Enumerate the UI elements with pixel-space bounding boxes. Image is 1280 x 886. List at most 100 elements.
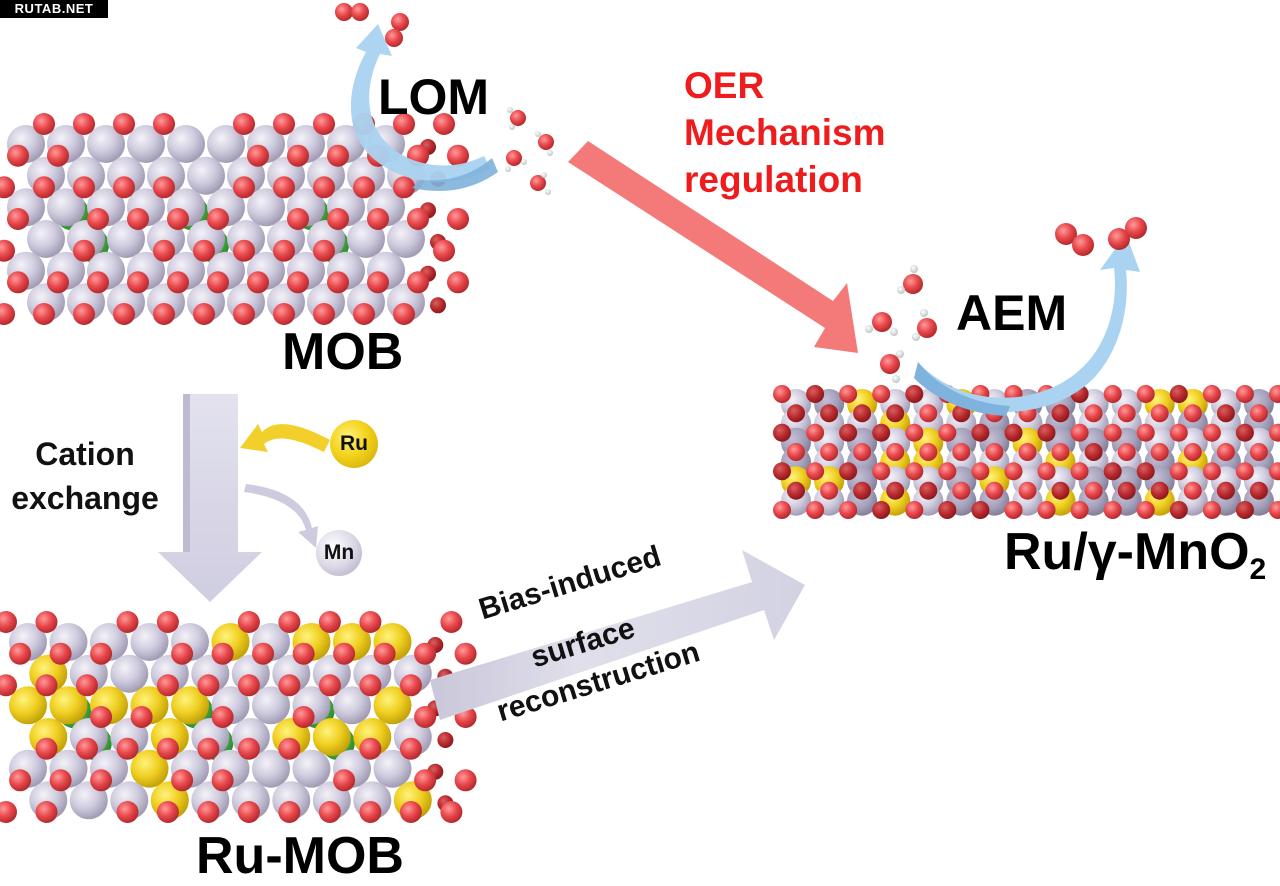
oxygen-atom [7,271,29,294]
oxygen-atom [886,443,905,461]
oxygen-atom [1136,423,1155,442]
oxygen-atom [116,737,139,760]
oxygen-atom [73,303,95,325]
oxygen-atom [1070,423,1089,442]
ru-mno2-label: Ru/γ-MnO2 [1004,522,1266,587]
oxygen-atom [447,144,469,167]
manganese-atom [373,749,412,788]
oxygen-atom [1084,404,1103,423]
oxygen-atom [773,385,791,403]
oxygen-atom [156,674,179,697]
oxygen-atom [872,385,891,403]
oxygen-atom [156,611,179,633]
oxygen-atom [153,113,175,135]
oxygen-atom [171,769,194,792]
cation-exchange-arrow-shadow [183,394,190,552]
oxygen-atom [1269,462,1280,481]
oxygen-atom [7,208,29,230]
oxygen-atom [1202,501,1221,519]
oxygen-atom [233,176,255,199]
oxygen-atom [1249,443,1268,461]
oxygen-atom [327,144,349,167]
ru-incoming-arrow [240,424,330,452]
oxygen-atom [193,303,215,325]
oxygen-atom [33,303,55,325]
oxygen-atom [47,144,69,167]
oxygen-atom [1084,443,1103,461]
oxygen-atom [1103,385,1122,403]
oxygen-atom [49,769,72,792]
ru-mno2-label-subscript: 2 [1249,553,1267,586]
ruthenium-atom [312,718,351,756]
oxygen-atom [113,113,135,135]
oxygen-atom [1169,385,1188,403]
oxygen-atom [1269,501,1280,519]
oxygen-atom [454,769,477,792]
oxygen-atom [1235,462,1254,481]
oxygen-atom [278,801,301,823]
o2-molecules-aem [1055,217,1147,256]
oxygen-atom [353,303,375,325]
oxygen-atom [359,611,382,633]
oxygen-atom [1169,423,1188,442]
oxygen-atom [73,113,95,135]
oxygen-atom [292,706,315,728]
oxygen-atom [433,113,455,135]
oxygen-atom [273,303,295,325]
oxygen-atom [1136,385,1155,403]
oxygen-atom [1150,404,1169,423]
oxygen-atom [1183,481,1202,500]
oxygen-atom [454,642,477,665]
manganese-atom [292,749,331,788]
oxygen-atom [237,801,260,823]
mn-atom-label: Mn [323,541,355,564]
oxygen-atom [367,208,389,230]
oxygen-atom [414,642,437,665]
oxygen-atom [0,239,15,262]
oxygen-atom [273,113,295,135]
oxygen-atom [1249,481,1268,500]
oxygen-atom [414,706,437,728]
oxygen-atom [359,801,382,823]
oxygen-atom [211,706,234,728]
oxygen-atom [1084,481,1103,500]
oxygen-atom [839,385,858,403]
oxygen-atom [73,176,95,199]
oxygen-atom [1103,423,1122,442]
oxygen-atom [0,611,17,633]
mob-label: MOB [282,323,404,381]
oer-line-1: OER [684,65,765,106]
oxygen-atom [1051,443,1070,461]
oxygen-atom [1037,501,1056,519]
oxygen-atom [886,481,905,500]
oxygen-atom [1051,404,1070,423]
manganese-atom [127,125,165,163]
oxygen-atom [1117,443,1136,461]
cation-line-2: exchange [11,480,159,516]
oxygen-atom [33,113,55,135]
aem-label: AEM [956,285,1068,341]
water-molecules-aem [865,265,937,383]
oxygen-atom [905,462,924,481]
oxygen-atom [1235,501,1254,519]
oxygen-atom [393,113,415,135]
oxygen-atom [237,674,260,697]
oxygen-atom [211,642,234,665]
oxygen-atom [820,481,839,500]
oxygen-atom [1202,462,1221,481]
ruthenium-atom [373,686,412,725]
oxygen-atom [252,642,275,665]
oxygen-atom [171,642,194,665]
o2-molecules-lom [335,3,409,47]
oxygen-atom [1070,462,1089,481]
oxygen-atom [905,423,924,442]
oxygen-atom [905,501,924,519]
cation-exchange-arrow [158,394,262,602]
oxygen-atom [287,144,309,167]
oxygen-atom [872,423,891,442]
oxygen-atom [399,737,422,760]
oxygen-atom [919,443,938,461]
oxygen-atom [773,423,791,442]
oxygen-atom [207,208,229,230]
ruthenium-atom [49,686,88,725]
